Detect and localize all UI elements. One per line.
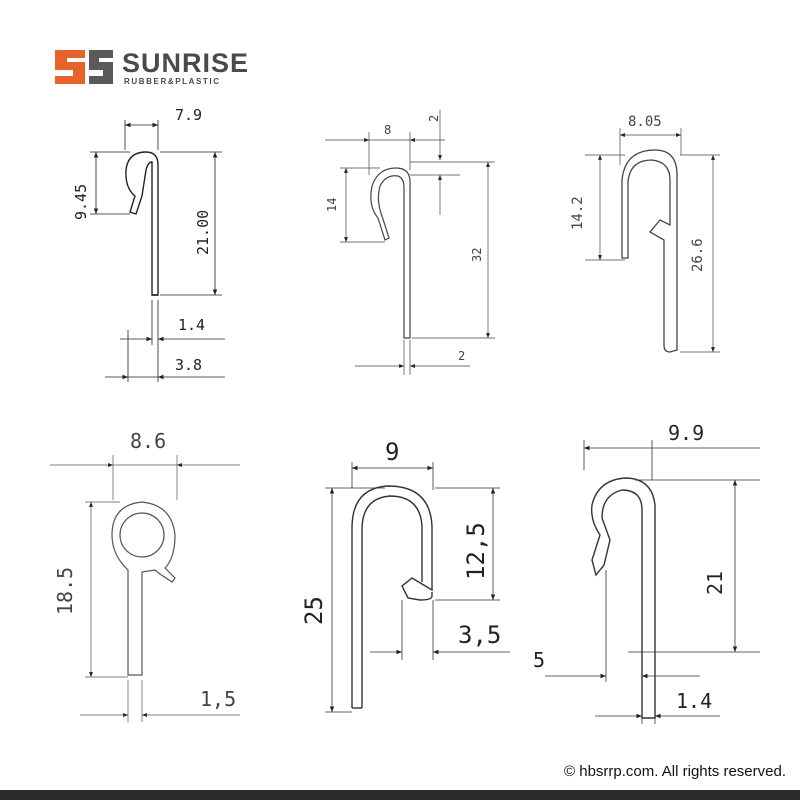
profile-3-outline [621, 149, 678, 353]
brand-name: SUNRISE [122, 48, 250, 78]
profile-3-total-height: 26.6 [690, 238, 706, 272]
brand-tagline: RUBBER&PLASTIC [124, 77, 221, 86]
sunrise-logo-icon [55, 50, 113, 84]
profile-6-width-top: 9.9 [668, 421, 704, 445]
profile-2-outline [370, 167, 411, 339]
profile-1-width-top: 7.9 [175, 106, 202, 124]
profile-5-width-top: 9 [385, 438, 399, 466]
profile-5-outline [351, 485, 433, 708]
profile-4-total-height: 18.5 [53, 567, 77, 615]
profile-2-hook-height: 14 [325, 198, 339, 212]
profile-1 [90, 120, 225, 382]
profile-1-total-height: 21.00 [194, 210, 212, 255]
profile-6 [545, 440, 760, 724]
profile-2-total-height: 32 [470, 248, 484, 262]
profile-1-hook-height: 9.45 [72, 184, 90, 220]
profile-4-thickness: 1,5 [200, 687, 236, 711]
profile-2 [325, 110, 495, 375]
profile-1-thickness: 1.4 [178, 316, 205, 334]
profile-6-thickness: 1.4 [676, 689, 712, 713]
profile-4-width-top: 8.6 [130, 429, 166, 453]
profile-2-top-gap: 2 [427, 115, 441, 122]
profile-3 [585, 128, 720, 353]
profile-6-outline [590, 477, 656, 719]
profile-6-total-height: 21 [703, 571, 727, 595]
profile-3-width-top: 8.05 [628, 114, 662, 130]
logo-mark [55, 50, 113, 84]
copyright-notice: © hbsrrp.com. All rights reserved. [564, 763, 786, 780]
profile-6-offset: 5 [533, 648, 545, 672]
bottom-bar [0, 790, 800, 800]
profile-5-hook-height: 12,5 [462, 522, 490, 580]
profile-5 [325, 462, 510, 713]
profile-3-hook-height: 14.2 [570, 196, 586, 230]
profile-2-width-top: 8 [384, 123, 391, 137]
profile-4 [50, 455, 240, 722]
profile-5-lip: 3,5 [458, 621, 501, 649]
profile-1-outline [125, 151, 159, 296]
profile-2-thickness: 2 [458, 349, 465, 363]
profile-1-base-width: 3.8 [175, 356, 202, 374]
profile-5-total-height: 25 [300, 596, 328, 625]
